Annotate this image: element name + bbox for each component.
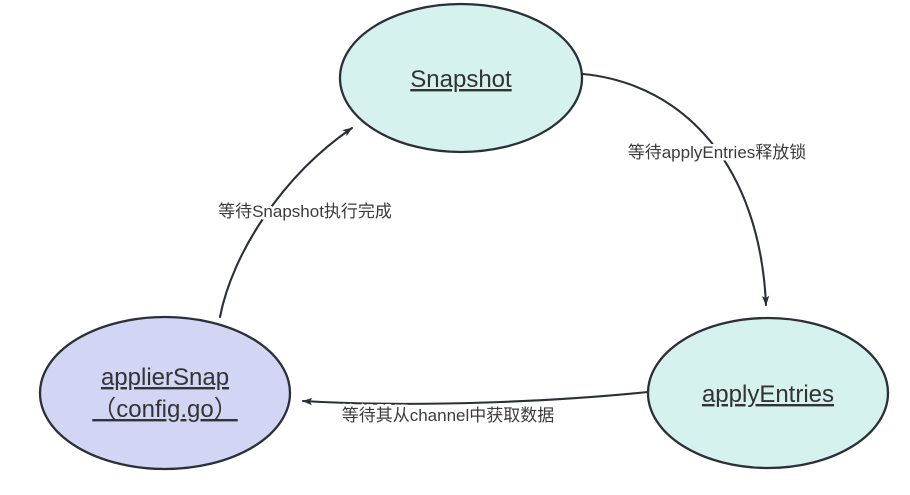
- edge-path-applier-snap-to-snapshot: [218, 126, 354, 319]
- node-snapshot-ellipse[interactable]: [338, 2, 584, 154]
- node-snapshot[interactable]: Snapshot: [338, 2, 584, 154]
- node-apply-entries-label: applyEntries: [702, 381, 834, 408]
- edge-apply-entries-to-applier-snap: [301, 390, 650, 406]
- node-apply-entries[interactable]: applyEntries: [646, 316, 890, 470]
- edge-label-group-snapshot-to-apply-entries: 等待applyEntries释放锁: [625, 141, 809, 165]
- edge-applier-snap-to-snapshot: [218, 126, 354, 319]
- node-snapshot-label: Snapshot: [410, 66, 512, 93]
- node-applier-snap-label-line1: applierSnap: [101, 364, 229, 391]
- edge-label-applier-snap-to-snapshot: 等待Snapshot执行完成: [218, 202, 392, 221]
- edge-label-group-applier-snap-to-snapshot: 等待Snapshot执行完成: [216, 200, 395, 224]
- edge-label-snapshot-to-apply-entries: 等待applyEntries释放锁: [628, 143, 807, 162]
- edge-path-snapshot-to-apply-entries: [581, 72, 770, 307]
- node-applier-snap-ellipse[interactable]: [38, 315, 292, 471]
- node-applier-snap-label-line2: （config.go）: [92, 396, 237, 423]
- node-applier-snap[interactable]: applierSnap （config.go）: [38, 315, 292, 471]
- edge-path-apply-entries-to-applier-snap: [301, 390, 650, 406]
- edge-label-apply-entries-to-applier-snap: 等待其从channel中获取数据: [342, 406, 555, 425]
- node-apply-entries-ellipse[interactable]: [646, 316, 890, 470]
- edge-label-group-apply-entries-to-applier-snap: 等待其从channel中获取数据: [339, 404, 557, 428]
- edge-snapshot-to-apply-entries: [581, 72, 770, 307]
